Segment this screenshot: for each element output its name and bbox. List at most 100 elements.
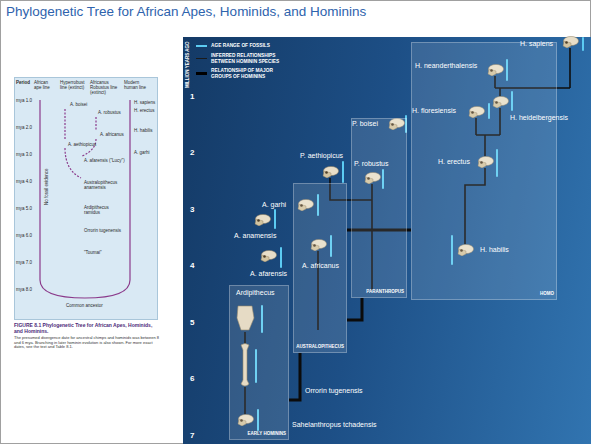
species-label: A. africanus — [302, 262, 339, 270]
group-label: PARANTHROPUS — [366, 289, 404, 294]
label-wrap: African ape line — [34, 80, 56, 90]
label-wrap: MILLION YEARS AGO — [185, 41, 190, 88]
label-wrap: 7 — [190, 431, 194, 440]
species-label: P. robustus — [354, 160, 389, 168]
species-label: H. habilis — [480, 246, 509, 254]
label-wrap: mya 6.0 — [16, 233, 32, 238]
axis-label: 6 — [190, 374, 194, 383]
figure-text: H. sapiens — [134, 100, 155, 105]
label-wrap: mya 3.0 — [16, 152, 32, 157]
label-wrap: H. floresiensis — [412, 107, 456, 115]
label-wrap: Ardipithecus — [236, 289, 275, 297]
figure-text: Orrorin tugenensis — [84, 228, 128, 233]
group-label: EARLY HOMININS — [247, 431, 286, 436]
label-wrap: Common ancestor — [66, 303, 103, 308]
legend-line — [196, 58, 207, 59]
species-label: Orrorin tugenensis — [305, 387, 363, 395]
species-label: Ardipithecus — [236, 289, 275, 297]
label-wrap: H. erectus — [134, 108, 155, 113]
textbook-figure — [14, 77, 158, 320]
figure-tree — [40, 100, 130, 298]
figure-text: Africanus Robustus line (extinct) — [90, 80, 118, 96]
figure-text: A. aethiopicus — [68, 142, 96, 147]
label-wrap: 5 — [190, 318, 194, 327]
label-wrap: 4 — [190, 261, 194, 270]
label-wrap: Ardipithecus ramidus — [84, 205, 126, 215]
species-label: H. neanderthalensis — [415, 62, 477, 70]
label-wrap: A. africanus — [302, 262, 339, 270]
axis-label: 3 — [190, 205, 194, 214]
label-wrap: mya 5.0 — [16, 206, 32, 211]
figure-text: Modern human line — [124, 80, 152, 90]
legend-row: AGE RANGE OF FOSSILS — [196, 43, 289, 49]
legend-row: RELATIONSHIP OF MAJOR GROUPS OF HOMININS — [196, 68, 289, 79]
label-wrap: H. habilis — [134, 128, 153, 133]
figure-text: African ape line — [34, 80, 56, 90]
species-label: H. floresiensis — [412, 107, 456, 115]
figure-text: No fossil evidence — [44, 168, 49, 205]
species-label: Sahelanthropus tchadensis — [292, 421, 376, 429]
figure-text: A. garhi — [134, 150, 150, 155]
label-wrap: "Toumai" — [84, 250, 102, 255]
label-wrap: A. boisei — [70, 102, 87, 107]
figure-text: Common ancestor — [66, 303, 103, 308]
figure-text: The presumed divergence date for ancestr… — [14, 336, 160, 350]
label-wrap: H. heidelbergensis — [510, 114, 568, 122]
title-wrap: Phylogenetic Tree for African Apes, Homi… — [6, 4, 366, 20]
label-wrap: mya 7.0 — [16, 260, 32, 265]
figure-text: mya 1.0 — [16, 98, 32, 103]
label-wrap: Africanus Robustus line (extinct) — [90, 80, 118, 96]
label-wrap: H. sapiens — [134, 100, 155, 105]
label-wrap: mya 1.0 — [16, 98, 32, 103]
label-wrap: P. robustus — [354, 160, 389, 168]
label-wrap: No fossil evidence — [44, 168, 49, 205]
figure-text: mya 2.0 — [16, 125, 32, 130]
label-wrap: A. africanus — [100, 132, 124, 137]
legend-line — [196, 45, 207, 47]
figure-text: FIGURE 8.1 Phylogenetic Tree for African… — [14, 323, 160, 335]
age-range — [256, 38, 583, 430]
label-wrap: FIGURE 8.1 Phylogenetic Tree for African… — [14, 323, 160, 335]
label-wrap: Modern human line — [124, 80, 152, 90]
group-box: HOMO — [411, 42, 557, 300]
label-wrap: A. afarensis ("Lucy") — [84, 158, 125, 163]
label-wrap: The presumed divergence date for ancestr… — [14, 336, 160, 350]
figure-text: A. afarensis ("Lucy") — [84, 158, 125, 163]
axis-label: 1 — [190, 92, 194, 101]
species-label: P. aethiopicus — [300, 152, 343, 160]
label-wrap: H. neanderthalensis — [415, 62, 477, 70]
label-wrap: A. aethiopicus — [68, 142, 96, 147]
figure-text: H. habilis — [134, 128, 153, 133]
group-box: EARLY HOMININS — [229, 285, 289, 440]
group-relationship-line — [289, 353, 300, 400]
species-label: A. afarensis — [250, 270, 287, 278]
figure-text: H. erectus — [134, 108, 155, 113]
legend-text: RELATIONSHIP OF MAJOR GROUPS OF HOMININS — [211, 68, 289, 79]
label-wrap: Hyperrobust line (extinct) — [60, 80, 86, 90]
species-label: H. heidelbergensis — [510, 114, 568, 122]
group-box: PARANTHROPUS — [351, 118, 407, 298]
species-label: H. sapiens — [520, 40, 553, 48]
axis-label: 7 — [190, 431, 194, 440]
figure-text: mya 8.0 — [16, 287, 32, 292]
figure-text: A. robustus — [98, 110, 121, 115]
species-label: A. garhi — [262, 201, 286, 209]
figure-text: Period — [16, 80, 30, 85]
figure-text: Ardipithecus ramidus — [84, 205, 126, 215]
label-wrap: mya 2.0 — [16, 125, 32, 130]
slide-title: Phylogenetic Tree for African Apes, Homi… — [6, 4, 366, 20]
figure-text: Hyperrobust line (extinct) — [60, 80, 86, 90]
label-wrap: Period — [16, 80, 30, 85]
axis-label: 5 — [190, 318, 194, 327]
label-wrap: H. erectus — [438, 158, 470, 166]
figure-text: "Toumai" — [84, 250, 102, 255]
label-wrap: mya 8.0 — [16, 287, 32, 292]
label-wrap: A. garhi — [134, 150, 150, 155]
label-wrap: H. habilis — [480, 246, 509, 254]
legend-row: INFERRED RELATIONSHIPS BETWEEN HOMININ S… — [196, 53, 289, 64]
species-label: A. anamensis — [234, 232, 276, 240]
group-label: AUSTRALOPITHECUS — [296, 344, 344, 349]
figure-text: mya 4.0 — [16, 179, 32, 184]
legend-text: AGE RANGE OF FOSSILS — [211, 43, 289, 49]
